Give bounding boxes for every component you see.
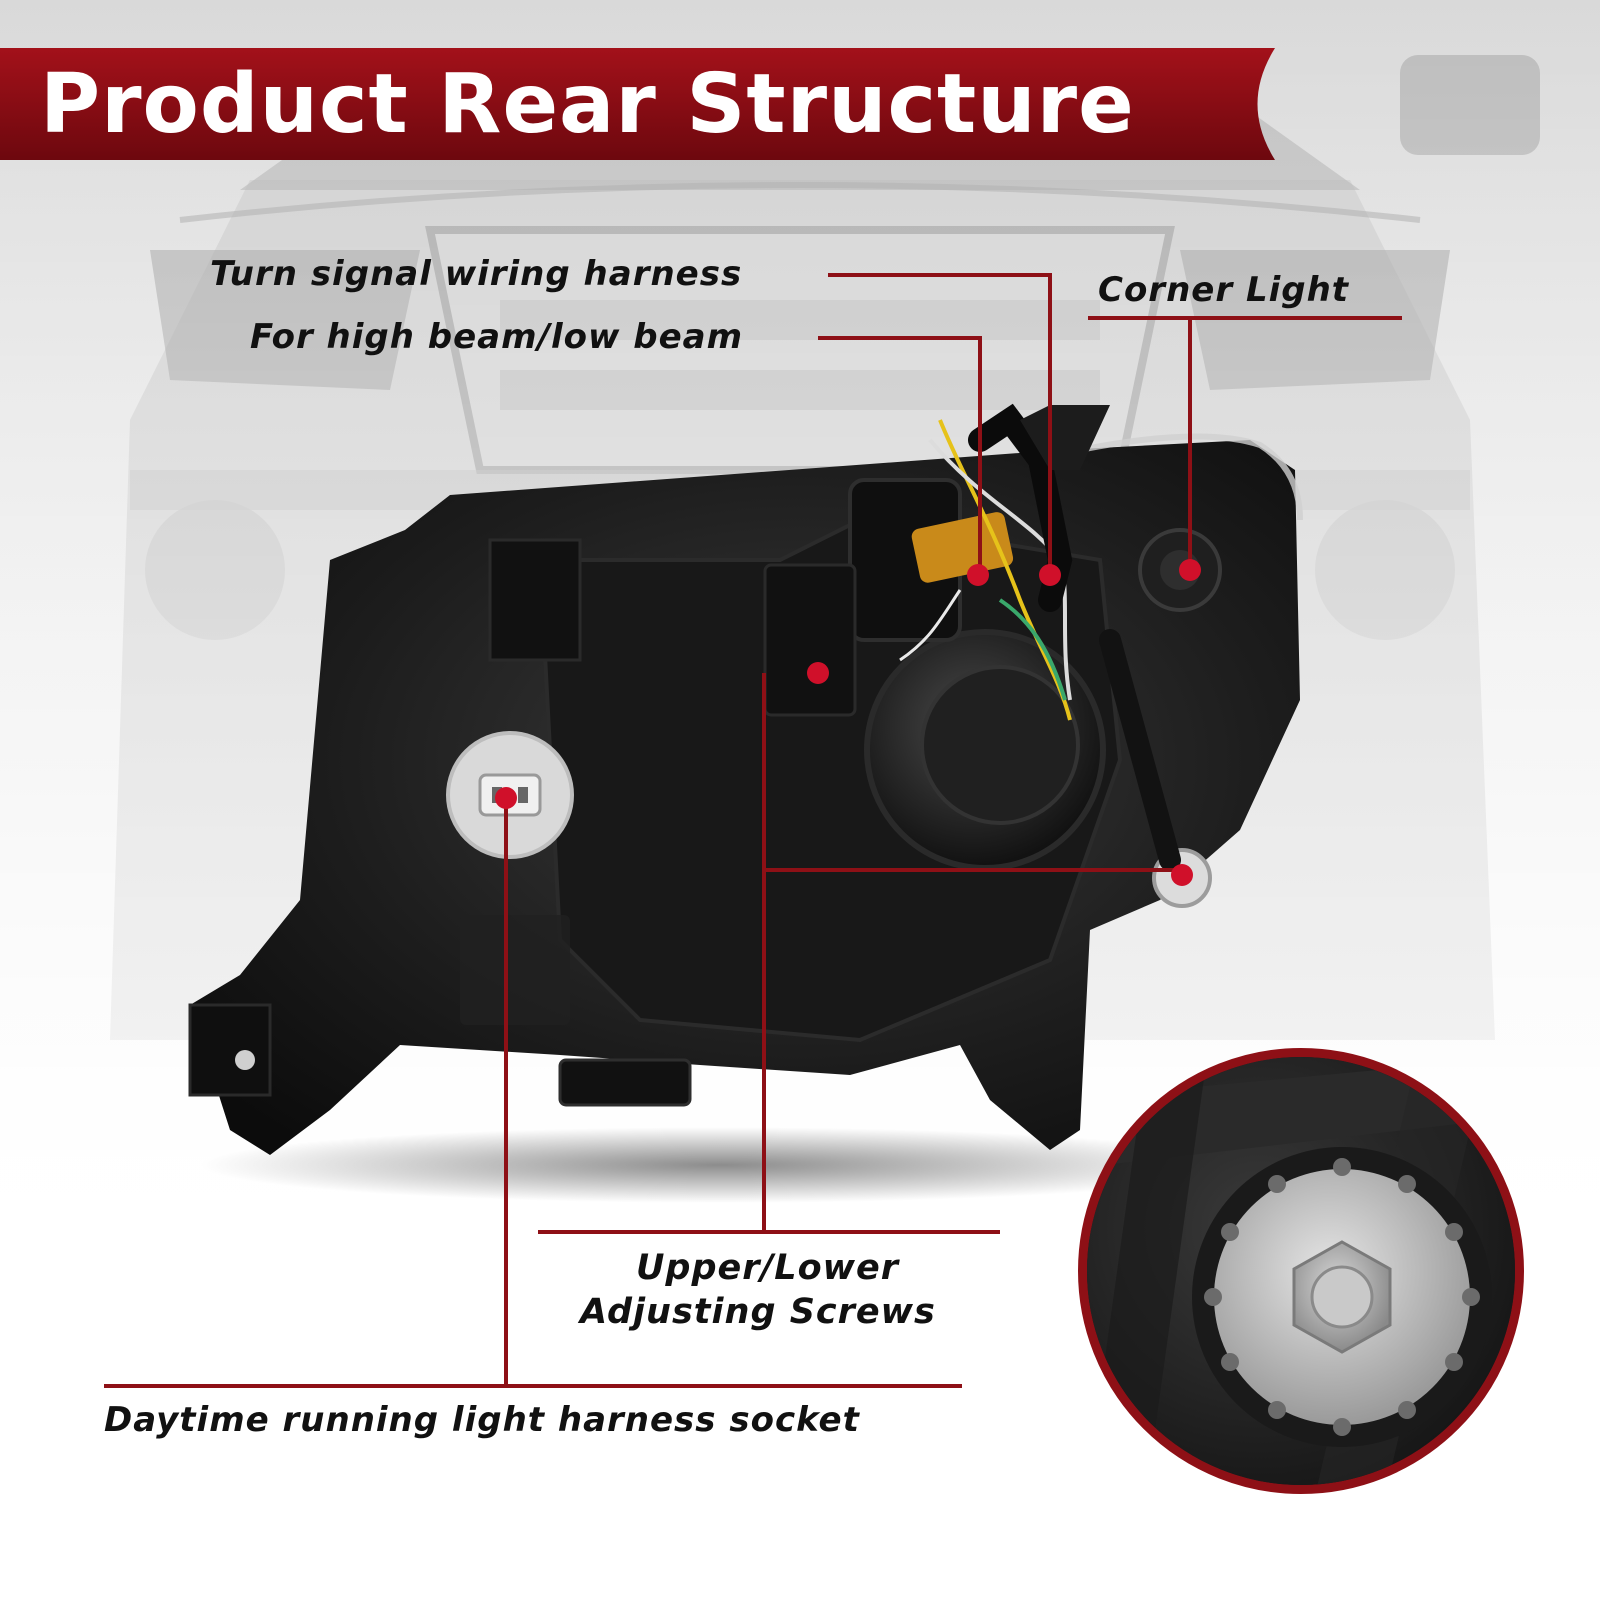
label-drl-socket: Daytime running light harness socket xyxy=(104,1400,860,1440)
marker-turn-signal xyxy=(1039,564,1061,586)
marker-upper-screw xyxy=(807,662,829,684)
label-high-low-beam: For high beam/low beam xyxy=(250,317,744,357)
label-turn-signal: Turn signal wiring harness xyxy=(210,254,743,294)
adjusting-screw-closeup xyxy=(1078,1048,1524,1494)
marker-drl-socket xyxy=(495,787,517,809)
label-corner-light: Corner Light xyxy=(1098,270,1350,310)
marker-corner-light xyxy=(1179,559,1201,581)
label-adjusting-screws-line1: Upper/Lower xyxy=(636,1248,899,1288)
marker-lower-screw xyxy=(1171,864,1193,886)
adjusting-screw-closeup-image xyxy=(1087,1057,1515,1485)
title-banner xyxy=(0,48,1275,160)
marker-high-low-beam xyxy=(967,564,989,586)
page-title: Product Rear Structure xyxy=(40,57,1135,152)
label-adjusting-screws-line2: Adjusting Screws xyxy=(580,1292,936,1332)
